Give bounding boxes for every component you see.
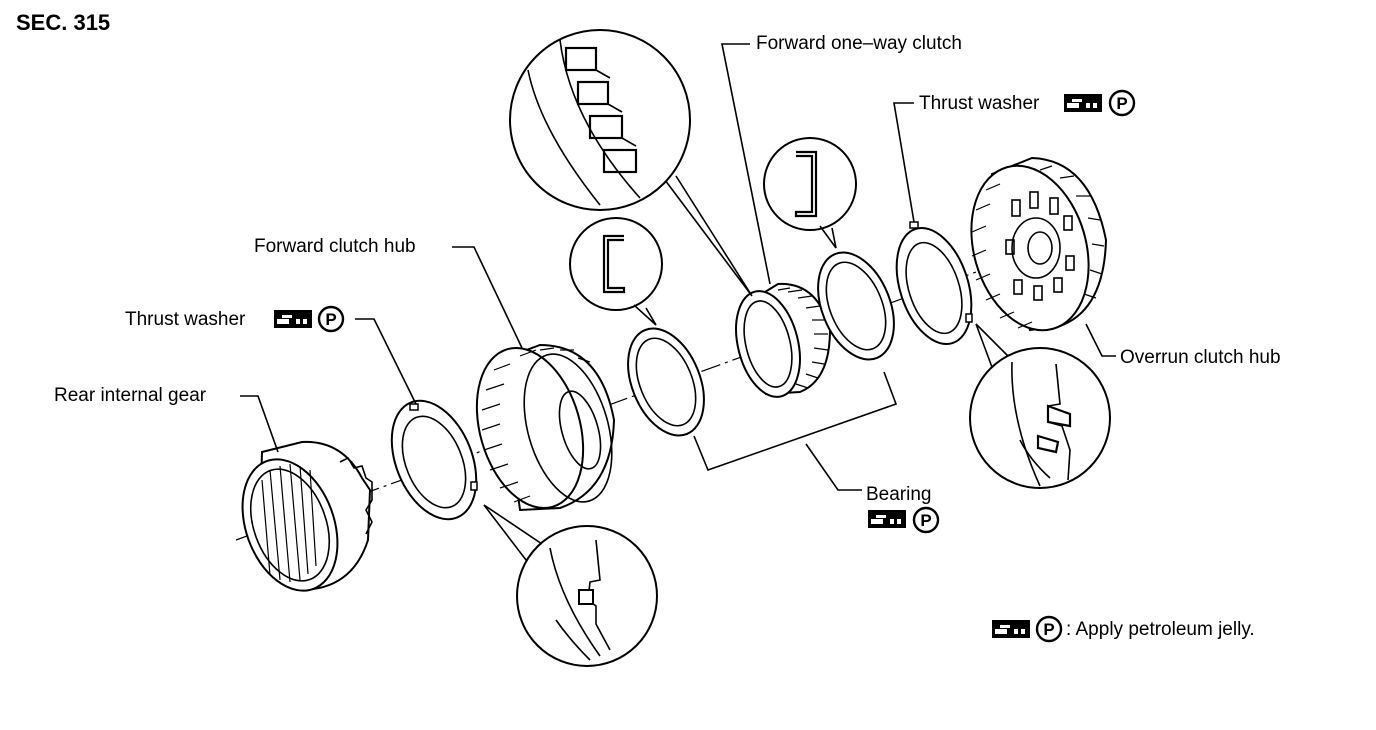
p-letter: P: [1043, 620, 1054, 639]
label-forward-clutch-hub: Forward clutch hub: [254, 236, 416, 257]
grease-icon: [868, 510, 906, 528]
label-bearing: Bearing: [866, 484, 932, 505]
leader-bearing: [805, 443, 862, 491]
leader-thrust-washer-right: [893, 102, 915, 223]
bearing-bracket: [693, 371, 898, 472]
detail-bubble-washer-tab-left: [483, 504, 658, 667]
bearing-right-ring: [817, 251, 895, 361]
p-letter: P: [920, 511, 931, 530]
grease-icon: [1064, 94, 1102, 112]
leader-forward-clutch-hub: [452, 246, 523, 349]
detail-bubble-bearing-right: [763, 137, 857, 249]
petroleum-icon: P: [1035, 615, 1063, 643]
grease-icon: [274, 310, 312, 328]
legend: P : Apply petroleum jelly.: [992, 615, 1255, 643]
leader-rear-internal-gear: [240, 395, 279, 453]
label-forward-one-way-clutch: Forward one–way clutch: [756, 33, 962, 54]
overrun-clutch-hub: [970, 156, 1108, 332]
petroleum-icon: P: [317, 305, 345, 333]
label-rear-internal-gear: Rear internal gear: [54, 385, 207, 406]
label-overrun-clutch-hub: Overrun clutch hub: [1120, 347, 1281, 368]
p-letter: P: [325, 310, 336, 329]
bearing-left-ring: [627, 327, 705, 437]
leader-overrun-clutch-hub: [1085, 323, 1116, 357]
petroleum-icon: P: [1108, 89, 1136, 117]
forward-clutch-hub: [475, 343, 616, 512]
detail-bubble-one-way-clutch: [509, 29, 753, 297]
legend-text: : Apply petroleum jelly.: [1066, 619, 1255, 640]
p-letter: P: [1116, 94, 1127, 113]
label-thrust-washer-left: Thrust washer: [125, 309, 246, 330]
forward-one-way-clutch: [735, 282, 832, 398]
detail-bubble-bearing-left: [569, 217, 663, 326]
detail-bubble-washer-tab-right: [969, 323, 1111, 489]
label-thrust-washer-right: Thrust washer: [919, 93, 1040, 114]
rear-internal-gear: [241, 440, 373, 592]
petroleum-icon: P: [912, 506, 940, 534]
thrust-washer-right: [895, 221, 973, 346]
section-title: SEC. 315: [16, 10, 110, 35]
thrust-washer-left: [390, 399, 478, 521]
leader-forward-one-way-clutch: [721, 43, 771, 285]
leader-thrust-washer-left: [355, 318, 417, 405]
grease-icon: [992, 620, 1030, 638]
